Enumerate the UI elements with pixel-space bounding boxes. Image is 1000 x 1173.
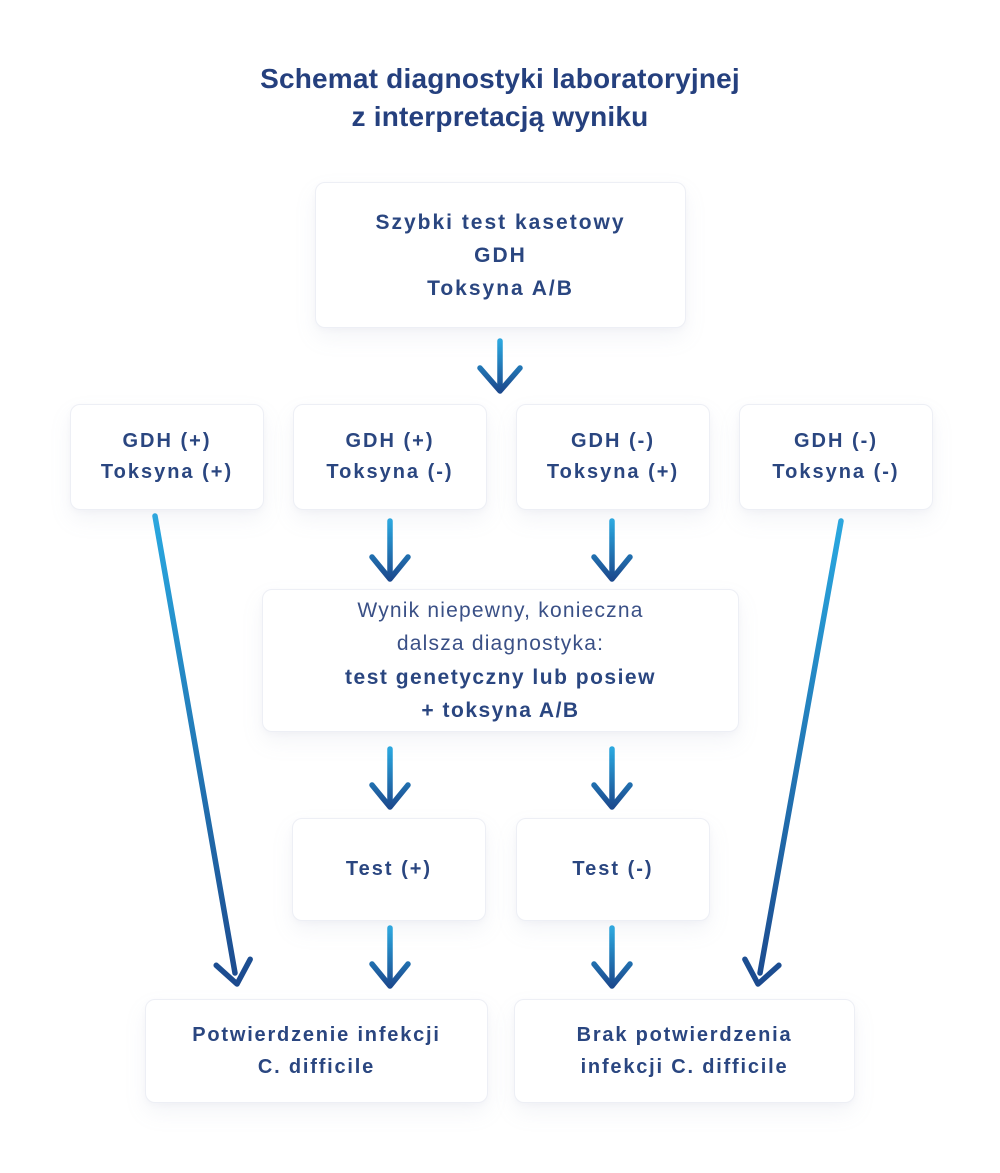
flow-arrow-test-positive-to-confirmed — [369, 925, 411, 989]
node-text-line: GDH (+) — [122, 430, 212, 452]
flow-arrow-start-to-results — [477, 338, 523, 394]
node-text-line: Brak potwierdzenia — [576, 1024, 793, 1046]
node-gdh-pos-toxin-pos: GDH (+) Toksyna (+) — [70, 404, 264, 510]
arrow-head — [591, 961, 633, 989]
node-rapid-cassette-test: Szybki test kasetowy GDH Toksyna A/B — [315, 182, 686, 328]
flow-arrow-uncertain-to-test-negative — [591, 746, 633, 810]
arrow-head — [477, 365, 523, 394]
node-uncertain-further-diagnostics: Wynik niepewny, konieczna dalsza diagnos… — [262, 589, 739, 732]
node-text-line: GDH (-) — [794, 430, 878, 452]
node-test-negative: Test (-) — [516, 818, 710, 921]
node-text-line: Wynik niepewny, konieczna — [357, 598, 644, 622]
flow-arrow-result2-to-uncertain — [369, 518, 411, 582]
node-text-line: GDH (-) — [571, 430, 655, 452]
flow-arrow-result4-to-not-confirmed — [742, 518, 844, 987]
page-title-line-1: Schemat diagnostyki laboratoryjnej — [260, 63, 740, 94]
node-text-line: Potwierdzenie infekcji — [192, 1024, 441, 1046]
flow-arrow-result3-to-uncertain — [591, 518, 633, 582]
arrow-head — [213, 956, 253, 987]
page-title-line-2: z interpretacją wyniku — [351, 101, 649, 132]
node-text-line: GDH (+) — [345, 430, 435, 452]
node-infection-confirmed: Potwierdzenie infekcji C. difficile — [145, 999, 488, 1103]
flow-arrow-result1-to-confirmed — [152, 513, 253, 987]
page-title: Schemat diagnostyki laboratoryjnej z int… — [0, 60, 1000, 136]
arrow-head — [369, 554, 411, 582]
arrow-stem — [757, 518, 844, 976]
arrow-head — [369, 961, 411, 989]
node-text-line: Toksyna A/B — [427, 276, 574, 300]
node-gdh-neg-toxin-neg: GDH (-) Toksyna (-) — [739, 404, 933, 510]
arrow-head — [742, 956, 782, 987]
arrow-head — [369, 782, 411, 810]
arrow-head — [591, 554, 633, 582]
arrow-stem — [152, 513, 238, 976]
node-text-line: Test (-) — [572, 858, 654, 880]
node-text-line: Toksyna (-) — [772, 461, 900, 483]
node-text-line: Toksyna (+) — [546, 461, 680, 483]
arrow-head — [591, 782, 633, 810]
node-text-line: + toksyna A/B — [421, 699, 580, 722]
node-infection-not-confirmed: Brak potwierdzenia infekcji C. difficile — [514, 999, 855, 1103]
node-text-line: Toksyna (+) — [100, 461, 234, 483]
node-gdh-neg-toxin-pos: GDH (-) Toksyna (+) — [516, 404, 710, 510]
node-test-positive: Test (+) — [292, 818, 486, 921]
node-text-line: GDH — [474, 243, 527, 267]
flow-arrow-uncertain-to-test-positive — [369, 746, 411, 810]
node-text-line: Test (+) — [345, 858, 433, 880]
node-text-line: Toksyna (-) — [326, 461, 454, 483]
node-text-line: test genetyczny lub posiew — [345, 665, 656, 689]
flow-arrow-test-negative-to-not-confirmed — [591, 925, 633, 989]
node-gdh-pos-toxin-neg: GDH (+) Toksyna (-) — [293, 404, 487, 510]
node-text-line: dalsza diagnostyka: — [396, 632, 605, 655]
node-text-line: Szybki test kasetowy — [375, 210, 626, 234]
node-text-line: infekcji C. difficile — [580, 1056, 789, 1078]
node-text-line: C. difficile — [257, 1056, 376, 1078]
